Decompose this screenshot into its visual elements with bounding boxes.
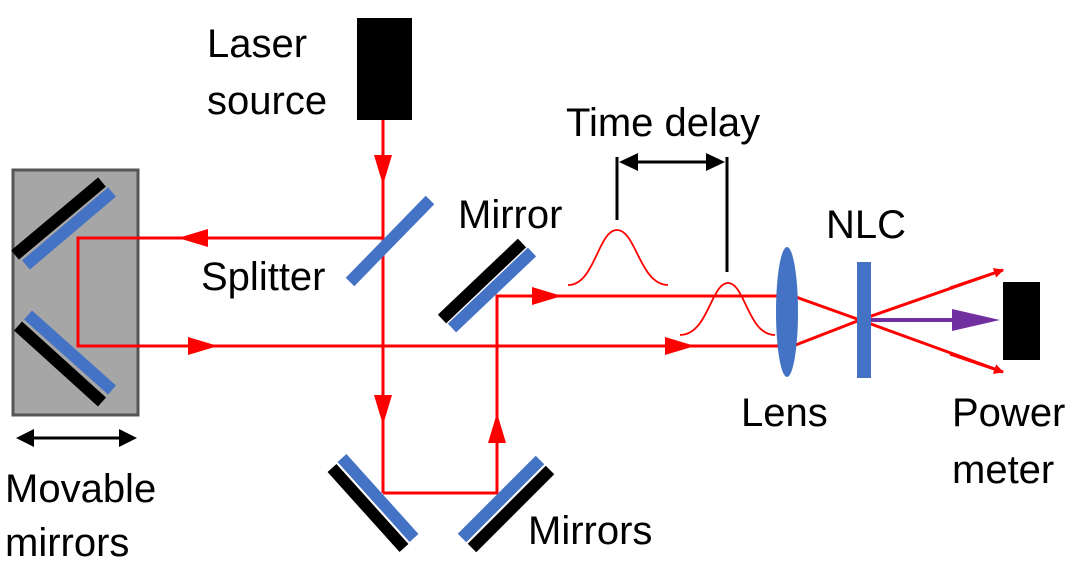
arrow-left-upper (178, 229, 208, 247)
power-meter-label-line1: Power (952, 391, 1065, 435)
arrow-down-laser (374, 155, 392, 185)
mirror-upper (437, 238, 537, 333)
movable-mirror-top (11, 177, 116, 270)
laser-label-line2: source (207, 79, 327, 123)
power-meter (1003, 282, 1040, 360)
mirror-lower-left (327, 453, 419, 553)
output-arrow-down (949, 352, 1004, 374)
output-arrow-up (949, 268, 1004, 290)
splitter-label: Splitter (201, 255, 326, 299)
movable-mirror-bottom (13, 310, 116, 407)
mirrors-label: Mirrors (528, 509, 652, 553)
beam-arrows (178, 155, 695, 443)
lens-label: Lens (741, 391, 828, 435)
laser-source (357, 18, 412, 120)
pulse-lower (679, 282, 776, 336)
power-meter-label-line2: meter (952, 448, 1054, 492)
mirror-label: Mirror (458, 193, 562, 237)
arrow-right-lens (665, 337, 695, 355)
arrow-right-mirror (532, 287, 562, 305)
nlc-label: NLC (826, 203, 906, 247)
mirror-lower-right (457, 455, 555, 553)
time-delay-label: Time delay (566, 101, 760, 145)
arrow-up-return (488, 413, 506, 443)
arrow-down-lower (374, 395, 392, 425)
laser-label-line1: Laser (207, 22, 307, 66)
time-delay-arrow-left (619, 153, 638, 171)
output-beam (860, 309, 1000, 331)
pulse-upper (567, 229, 669, 286)
movable-mirrors-label-line2: mirrors (5, 521, 129, 565)
time-delay-indicator (615, 157, 729, 272)
arrow-right-lower (188, 337, 218, 355)
nlc-crystal (857, 262, 871, 378)
lens (776, 247, 798, 377)
movable-mirrors-label-line1: Movable (5, 467, 156, 511)
movable-range-indicator (16, 429, 137, 447)
splitter (345, 195, 435, 287)
time-delay-arrow-right (706, 153, 725, 171)
